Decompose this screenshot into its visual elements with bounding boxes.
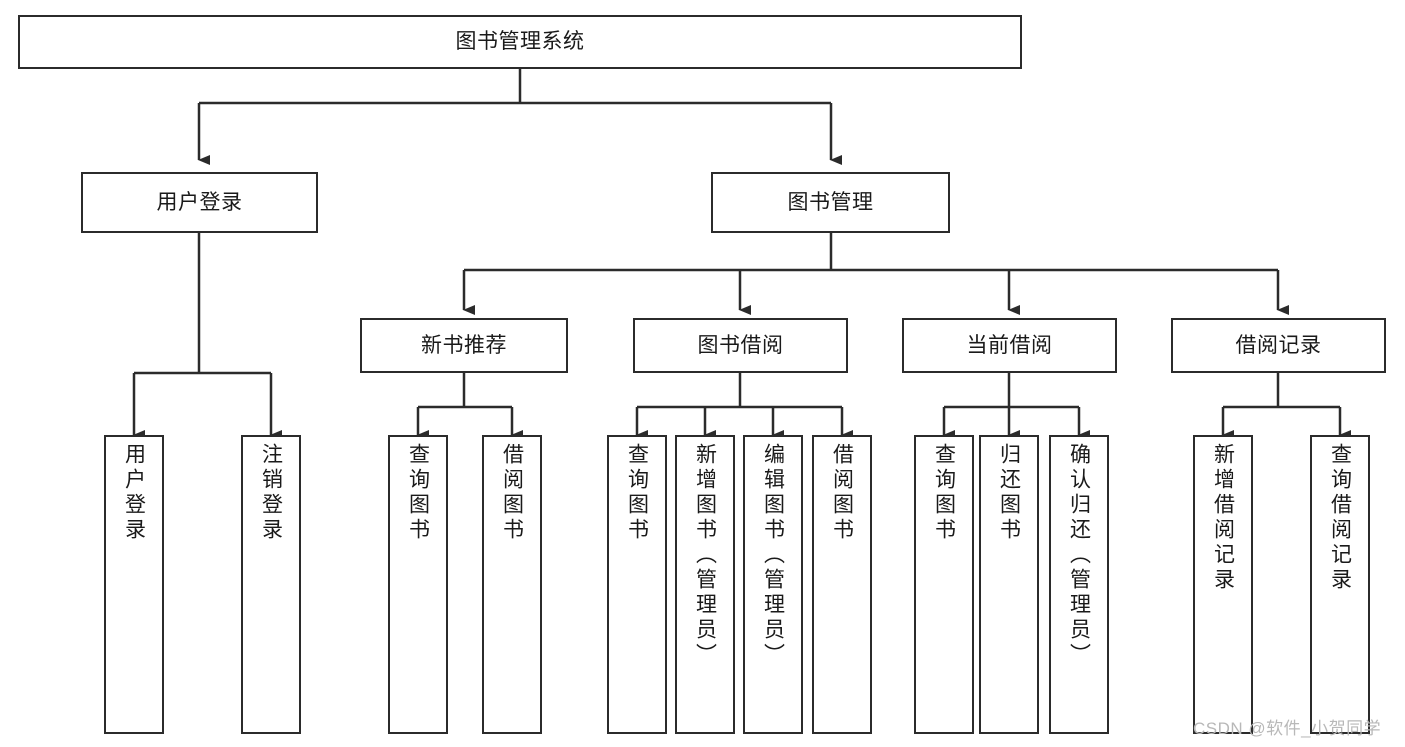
- node-current-borrow-label: 当前借阅: [966, 333, 1053, 357]
- leaf-rec-borrow-book[interactable]: 借阅图书: [482, 435, 542, 734]
- node-root[interactable]: 图书管理系统: [18, 15, 1022, 69]
- connector-group-new-book-rec: [416, 373, 523, 440]
- node-book-borrow-label: 图书借阅: [697, 333, 784, 357]
- leaf-rec-query-record[interactable]: 查询借阅记录: [1310, 435, 1370, 734]
- leaf-cur-query-book[interactable]: 查询图书: [914, 435, 974, 734]
- leaf-rec-add-record[interactable]: 新增借阅记录: [1193, 435, 1253, 734]
- leaf-cur-return-book-label: 归还图书: [997, 443, 1021, 543]
- leaf-user-logout-label: 注销登录: [259, 443, 283, 543]
- leaf-rec-query-book-label: 查询图书: [406, 443, 430, 543]
- leaf-rec-query-book[interactable]: 查询图书: [388, 435, 448, 734]
- node-borrow-record[interactable]: 借阅记录: [1171, 318, 1386, 373]
- connector-group-root: [197, 69, 842, 165]
- leaf-rec-add-record-label: 新增借阅记录: [1211, 443, 1235, 593]
- node-new-book-rec[interactable]: 新书推荐: [360, 318, 568, 373]
- leaf-brw-add-book[interactable]: 新增图书（管理员）: [675, 435, 735, 734]
- node-book-manage[interactable]: 图书管理: [711, 172, 950, 233]
- leaf-rec-query-record-label: 查询借阅记录: [1328, 443, 1352, 593]
- node-new-book-rec-label: 新书推荐: [421, 333, 507, 357]
- leaf-brw-edit-book-label: 编辑图书（管理员）: [761, 443, 785, 668]
- leaf-brw-query-book-label: 查询图书: [625, 443, 649, 543]
- connector-group-book-borrow: [635, 373, 853, 440]
- leaf-cur-return-book[interactable]: 归还图书: [979, 435, 1039, 734]
- leaf-cur-query-book-label: 查询图书: [932, 443, 956, 543]
- leaf-user-logout[interactable]: 注销登录: [241, 435, 301, 734]
- leaf-brw-add-book-label: 新增图书（管理员）: [693, 443, 717, 668]
- leaf-user-login[interactable]: 用户登录: [104, 435, 164, 734]
- node-user-login[interactable]: 用户登录: [81, 172, 318, 233]
- connector-group-borrow-record: [1221, 373, 1351, 440]
- leaf-rec-borrow-book-label: 借阅图书: [500, 443, 524, 543]
- leaf-cur-confirm-return[interactable]: 确认归还（管理员）: [1049, 435, 1109, 734]
- connector-group-user-login: [132, 233, 282, 440]
- node-current-borrow[interactable]: 当前借阅: [902, 318, 1117, 373]
- leaf-brw-borrow-book[interactable]: 借阅图书: [812, 435, 872, 734]
- leaf-cur-confirm-return-label: 确认归还（管理员）: [1067, 443, 1091, 668]
- leaf-user-login-label: 用户登录: [122, 443, 146, 543]
- leaf-brw-borrow-book-label: 借阅图书: [830, 443, 854, 543]
- node-book-borrow[interactable]: 图书借阅: [633, 318, 848, 373]
- node-book-manage-label: 图书管理: [787, 190, 874, 214]
- connector-group-current-borrow: [942, 373, 1090, 440]
- leaf-brw-query-book[interactable]: 查询图书: [607, 435, 667, 734]
- connector-group-book-manage: [462, 233, 1289, 315]
- node-user-login-label: 用户登录: [156, 190, 243, 214]
- node-borrow-record-label: 借阅记录: [1235, 333, 1322, 357]
- node-root-label: 图书管理系统: [455, 30, 585, 54]
- watermark: CSDN @软件_小贺同学: [1193, 719, 1382, 738]
- leaf-brw-edit-book[interactable]: 编辑图书（管理员）: [743, 435, 803, 734]
